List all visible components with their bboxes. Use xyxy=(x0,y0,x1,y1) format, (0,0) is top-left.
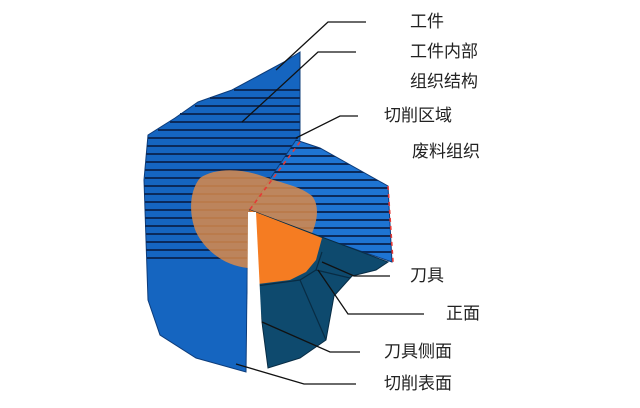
tool-rake-face xyxy=(250,210,322,284)
tool-facets xyxy=(255,251,351,341)
clearance-gap xyxy=(247,212,264,372)
label-rake-face: 正面 xyxy=(446,304,480,324)
label-workpiece: 工件 xyxy=(410,12,444,32)
leader-lines xyxy=(235,21,424,385)
leader-inner-structure xyxy=(241,51,356,123)
leader-workpiece xyxy=(275,21,366,71)
label-cut-surface: 切削表面 xyxy=(384,374,452,394)
leader-tool-flank xyxy=(261,321,360,353)
label-inner-structure-2: 组织结构 xyxy=(410,72,478,92)
leader-rake-face xyxy=(317,269,424,315)
label-tool: 刀具 xyxy=(410,266,444,286)
leader-tool xyxy=(321,261,390,277)
label-tool-flank: 刀具侧面 xyxy=(384,342,452,362)
label-cutting-zone: 切削区域 xyxy=(384,106,452,126)
leader-cutting-zone xyxy=(295,115,358,139)
dashed-boundary xyxy=(247,141,394,263)
leader-cut-surface xyxy=(235,363,356,385)
label-waste-structure: 废料组织 xyxy=(412,142,480,162)
label-inner-structure-1: 工件内部 xyxy=(410,42,478,62)
